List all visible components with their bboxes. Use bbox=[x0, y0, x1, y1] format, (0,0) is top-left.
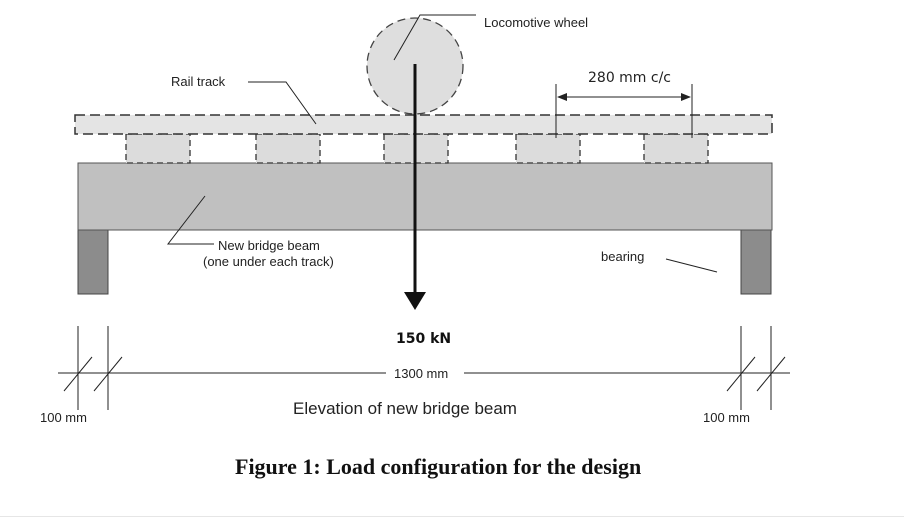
load-arrowhead bbox=[404, 292, 426, 310]
bridge-beam bbox=[77, 162, 773, 231]
beam-label-line1: New bridge beam bbox=[218, 238, 320, 253]
rail-leader-line bbox=[248, 81, 317, 125]
sleepers bbox=[125, 133, 709, 164]
rail-label: Rail track bbox=[171, 74, 226, 89]
span-label: 1300 mm bbox=[394, 366, 448, 381]
bearing-label: bearing bbox=[601, 249, 644, 264]
rail-track bbox=[74, 114, 773, 135]
sleeper bbox=[643, 133, 709, 164]
left-bearing bbox=[77, 229, 109, 295]
span-dimension bbox=[58, 326, 790, 410]
sleeper bbox=[255, 133, 321, 164]
sleeper bbox=[125, 133, 191, 164]
sleeper bbox=[515, 133, 581, 164]
beam-label-line2: (one under each track) bbox=[203, 254, 334, 269]
right-overhang-label: 100 mm bbox=[703, 410, 750, 425]
beam-leader-line bbox=[166, 195, 214, 245]
left-overhang-label: 100 mm bbox=[40, 410, 87, 425]
figure-caption: Figure 1: Load configuration for the des… bbox=[235, 454, 641, 479]
elevation-label: Elevation of new bridge beam bbox=[293, 399, 517, 418]
wheel-leader-line bbox=[393, 14, 476, 61]
bearing-leader-line bbox=[665, 258, 718, 273]
pitch-label: 280 mm c/c bbox=[588, 70, 671, 86]
bottom-divider bbox=[0, 516, 904, 517]
load-label: 150 kN bbox=[396, 331, 451, 347]
wheel-label: Locomotive wheel bbox=[484, 15, 588, 30]
right-bearing bbox=[740, 229, 772, 295]
